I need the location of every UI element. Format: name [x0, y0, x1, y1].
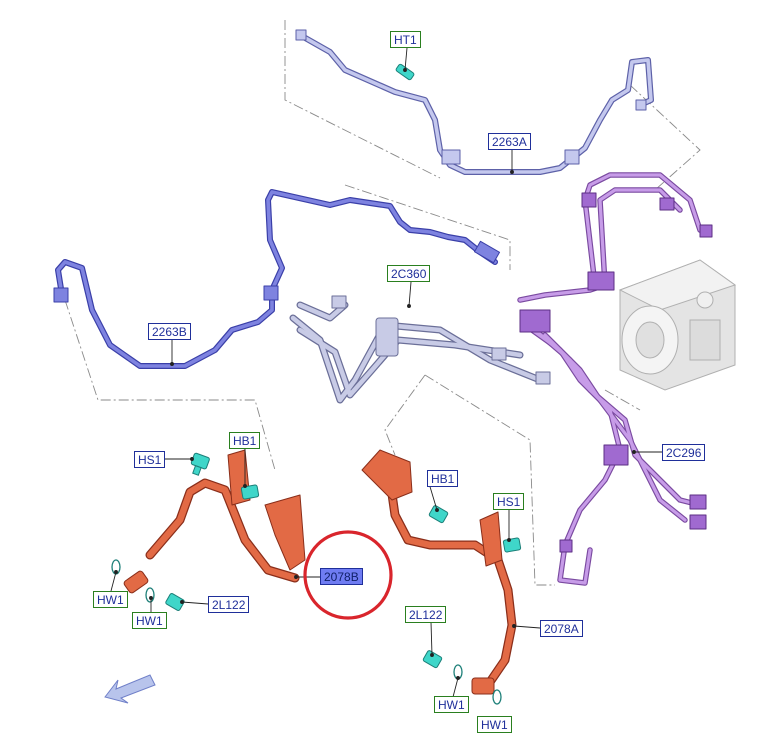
abs-unit [618, 259, 737, 391]
fasteners [165, 452, 522, 669]
callout-2c360[interactable]: 2C360 [387, 265, 431, 282]
leader-lines [110, 47, 662, 698]
callout-hs1-right[interactable]: HS1 [493, 493, 525, 510]
callout-2263a[interactable]: 2263A [488, 133, 531, 150]
brake-lines-2c360 [289, 295, 551, 404]
brake-line-2263b [53, 189, 501, 369]
callout-hb1-left[interactable]: HB1 [229, 432, 261, 449]
callout-2l122-left[interactable]: 2L122 [208, 596, 250, 613]
callout-2078b[interactable]: 2078B [320, 568, 363, 585]
brake-hose-2078b [123, 449, 306, 594]
brake-hose-2078a [361, 449, 517, 695]
callout-2l122-right[interactable]: 2L122 [405, 606, 447, 623]
bolt-icon [428, 505, 449, 524]
callout-hw1-a[interactable]: HW1 [93, 591, 128, 608]
bolt-icon [502, 537, 522, 553]
callout-hw1-c[interactable]: HW1 [434, 696, 469, 713]
callout-2263b[interactable]: 2263B [148, 323, 191, 340]
bolt-icon [165, 593, 185, 611]
callout-hw1-b[interactable]: HW1 [132, 612, 167, 629]
reference-lines [64, 20, 701, 586]
callout-hs1-left[interactable]: HS1 [134, 451, 166, 468]
bolt-icon [240, 484, 260, 500]
brake-line-2263a [295, 29, 654, 175]
washers [111, 559, 502, 705]
callout-2078a[interactable]: 2078A [540, 620, 583, 637]
brake-lines-2c296 [517, 172, 713, 586]
callout-2c296[interactable]: 2C296 [662, 444, 706, 461]
arrow-front-left-icon [104, 674, 156, 704]
ht1-clip [395, 63, 415, 81]
highlight-circle-icon [303, 530, 393, 620]
bolt-icon [190, 452, 210, 476]
callout-hb1-right[interactable]: HB1 [427, 470, 459, 487]
bolt-icon [422, 650, 443, 669]
callout-ht1[interactable]: HT1 [390, 31, 421, 48]
